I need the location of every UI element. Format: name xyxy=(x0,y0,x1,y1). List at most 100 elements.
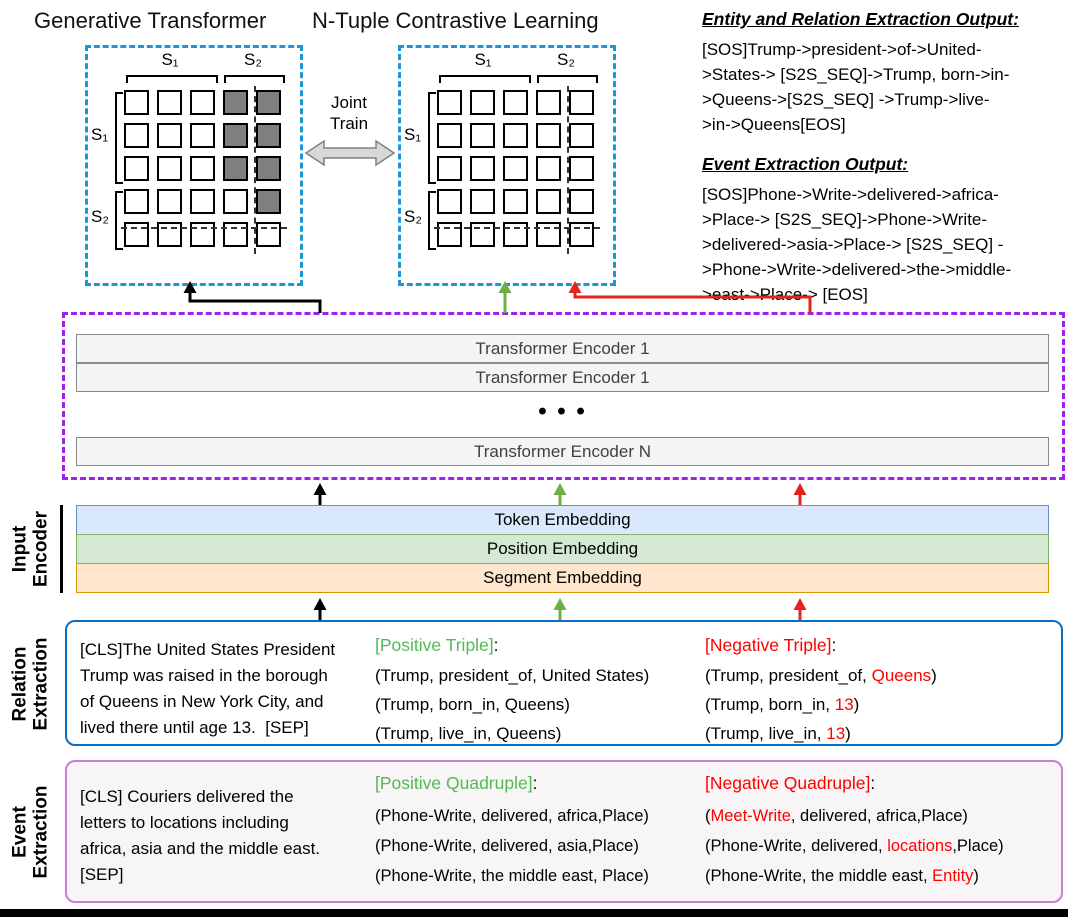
arrow-input-to-emb-green xyxy=(553,598,567,620)
left-grid-col-divider xyxy=(254,86,256,254)
mask-cell xyxy=(437,123,462,148)
mask-cell xyxy=(190,123,215,148)
mask-cell xyxy=(470,90,495,115)
embedding-bar-0: Token Embedding xyxy=(76,505,1049,535)
positive-quadruple-item: (Phone-Write, delivered, africa,Place) xyxy=(375,807,649,825)
entity-relation-output-text: [SOS]Trump->president->of->United- >Stat… xyxy=(702,39,1010,134)
right-grid-col-divider xyxy=(567,86,569,254)
row-group-label-s1: S₁ xyxy=(404,125,422,144)
arrow-input-to-emb-black xyxy=(313,598,327,620)
mask-cell-masked xyxy=(256,189,281,214)
entity-relation-output-header: Entity and Relation Extraction Output: xyxy=(702,9,1019,29)
arrow-emb-to-encoder-red xyxy=(793,483,807,505)
transformer-encoder-label: Transformer Encoder 1 xyxy=(475,367,650,387)
event-extraction-box: [CLS] Couriers delivered the letters to … xyxy=(65,760,1063,903)
event-output-header: Event Extraction Output: xyxy=(702,153,909,174)
encoder-stack-box xyxy=(62,312,1065,480)
mask-cell xyxy=(157,222,182,247)
col-group-label-s1: S₁ xyxy=(474,50,492,69)
negative-quadruple-item: (Meet-Write, delivered, africa,Place) xyxy=(705,807,968,825)
negative-triple-item: (Trump, president_of, Queens) xyxy=(705,666,937,685)
embedding-bar-label: Position Embedding xyxy=(486,539,639,558)
mask-cell xyxy=(470,189,495,214)
mask-cell xyxy=(190,90,215,115)
transformer-encoder-bar-2: Transformer Encoder 1 xyxy=(76,363,1049,392)
mask-cell xyxy=(124,189,149,214)
row-bracket-s1 xyxy=(115,92,123,184)
mask-cell xyxy=(470,123,495,148)
embedding-bar-label: Segment Embedding xyxy=(483,568,642,587)
positive-triple-item: (Trump, president_of, United States) xyxy=(375,666,650,685)
input-encoder-label: Input Encoder xyxy=(9,510,52,588)
mask-cell xyxy=(157,156,182,181)
encoder-stack-ellipsis: • • • xyxy=(538,398,587,425)
relation-extraction-label: Relation Extraction xyxy=(9,637,52,731)
event-input-text: [CLS] Couriers delivered the letters to … xyxy=(80,787,321,884)
left-grid-row-divider xyxy=(121,227,287,229)
mask-cell xyxy=(157,90,182,115)
row-bracket-s2 xyxy=(115,191,123,250)
joint-train-label: Joint Train xyxy=(329,93,369,134)
mask-cell-masked xyxy=(223,123,248,148)
relation-input-text: [CLS]The United States President Trump w… xyxy=(80,640,336,737)
generative-transformer-box: S₁ S₂ S₁ S₂ xyxy=(85,45,303,286)
mask-cell xyxy=(503,90,528,115)
positive-quadruple-list: (Phone-Write, delivered, africa,Place)(P… xyxy=(375,801,649,891)
mask-cell xyxy=(569,123,594,148)
mask-cell xyxy=(536,90,561,115)
mask-cell xyxy=(256,222,281,247)
mask-cell xyxy=(503,123,528,148)
negative-quadruple-item: (Phone-Write, delivered, locations,Place… xyxy=(705,837,1004,855)
event-negative-column: [Negative Quadruple]: (Meet-Write, deliv… xyxy=(705,770,1004,891)
mask-cell-masked xyxy=(256,90,281,115)
relation-positive-column: [Positive Triple]: (Trump, president_of,… xyxy=(375,632,649,748)
mask-cell xyxy=(503,189,528,214)
relation-extraction-box: [CLS]The United States President Trump w… xyxy=(65,620,1063,746)
mask-cell xyxy=(470,222,495,247)
row-group-label-s2: S₂ xyxy=(91,207,109,226)
positive-triple-list: (Trump, president_of, United States) (Tru… xyxy=(375,661,649,748)
embedding-bar-1: Position Embedding xyxy=(76,534,1049,564)
event-extraction-label: Event Extraction xyxy=(9,785,52,879)
row-group-label-s1: S₁ xyxy=(91,125,109,144)
row-bracket-s2 xyxy=(428,191,436,250)
mask-cell xyxy=(503,222,528,247)
mask-cell xyxy=(124,156,149,181)
right-grid-cells xyxy=(437,90,597,250)
joint-train-arrow xyxy=(304,139,396,167)
mask-cell xyxy=(437,222,462,247)
right-grid-row-divider xyxy=(434,227,600,229)
mask-cell xyxy=(569,156,594,181)
negative-quadruple-list: (Meet-Write, delivered, africa,Place) (Ph… xyxy=(705,801,1004,891)
embedding-bar-2: Segment Embedding xyxy=(76,563,1049,593)
mask-cell xyxy=(124,222,149,247)
mask-cell xyxy=(223,222,248,247)
row-group-label-s2: S₂ xyxy=(404,207,422,226)
mask-cell xyxy=(190,189,215,214)
col-bracket-s1 xyxy=(439,75,531,83)
mask-cell xyxy=(503,156,528,181)
event-output-text: [SOS]Phone->Write->delivered->africa- >P… xyxy=(702,184,1012,304)
negative-triple-item: (Trump, live_in, 13) xyxy=(705,724,851,743)
transformer-encoder-bar-1: Transformer Encoder 1 xyxy=(76,334,1049,363)
transformer-encoder-bar-n: Transformer Encoder N xyxy=(76,437,1049,466)
mask-cell xyxy=(124,90,149,115)
positive-triple-item: (Trump, live_in, Queens) xyxy=(375,724,562,743)
event-positive-column: [Positive Quadruple]: (Phone-Write, deli… xyxy=(375,770,649,891)
col-bracket-s2 xyxy=(537,75,598,83)
col-group-label-s2: S₂ xyxy=(244,50,262,69)
col-bracket-s1 xyxy=(126,75,218,83)
mask-cell xyxy=(569,90,594,115)
contrastive-learning-title: N-Tuple Contrastive Learning xyxy=(312,8,599,33)
mask-cell xyxy=(437,189,462,214)
contrastive-box: S₁ S₂ S₁ S₂ xyxy=(398,45,616,286)
mask-cell xyxy=(437,90,462,115)
negative-triple-list: (Trump, president_of, Queens)(Trump, bor… xyxy=(705,661,937,748)
mask-cell xyxy=(124,123,149,148)
mask-cell xyxy=(190,222,215,247)
mask-cell-masked xyxy=(223,156,248,181)
mask-cell xyxy=(569,222,594,247)
positive-triple-item: (Trump, born_in, Queens) xyxy=(375,695,570,714)
transformer-encoder-label: Transformer Encoder 1 xyxy=(475,338,650,358)
negative-quadruple-header: [Negative Quadruple]: xyxy=(705,773,876,793)
